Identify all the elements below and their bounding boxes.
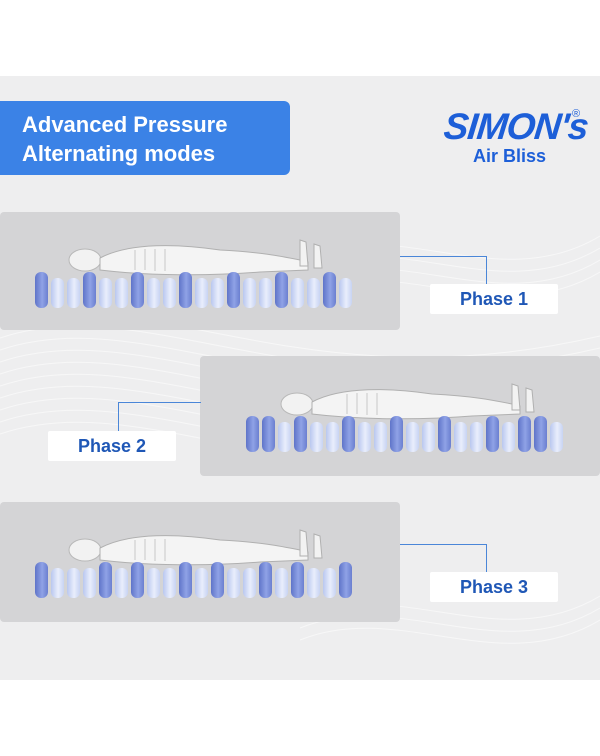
air-cell-deflated xyxy=(99,278,112,308)
registered-mark: ® xyxy=(572,108,581,120)
air-cell-deflated xyxy=(422,422,435,452)
air-cell-row xyxy=(35,562,352,598)
brand-logo: SIMON's ® Air Bliss xyxy=(440,106,590,176)
air-cell-deflated xyxy=(307,278,320,308)
air-cell-deflated xyxy=(163,278,176,308)
air-cell-inflated xyxy=(534,416,547,452)
air-cell-inflated xyxy=(179,272,192,308)
phase-2-connector xyxy=(118,402,201,433)
reclining-body-figure xyxy=(68,239,323,276)
title-banner: Advanced Pressure Alternating modes xyxy=(0,101,290,175)
reclining-body-figure xyxy=(280,383,535,420)
air-cell-inflated xyxy=(227,272,240,308)
air-cell-row xyxy=(35,272,352,308)
air-cell-deflated xyxy=(227,568,240,598)
air-cell-inflated xyxy=(339,562,352,598)
air-cell-deflated xyxy=(339,278,352,308)
phase-1-connector xyxy=(400,256,487,285)
air-cell-inflated xyxy=(486,416,499,452)
phase-3-connector xyxy=(400,544,487,573)
air-cell-inflated xyxy=(275,272,288,308)
air-cell-deflated xyxy=(310,422,323,452)
air-cell-deflated xyxy=(147,568,160,598)
air-cell-inflated xyxy=(131,272,144,308)
air-cell-deflated xyxy=(259,278,272,308)
air-cell-inflated xyxy=(342,416,355,452)
air-cell-inflated xyxy=(438,416,451,452)
air-cell-inflated xyxy=(262,416,275,452)
air-cell-deflated xyxy=(358,422,371,452)
air-cell-deflated xyxy=(51,278,64,308)
air-cell-deflated xyxy=(147,278,160,308)
air-cell-deflated xyxy=(278,422,291,452)
phase-2-panel xyxy=(200,356,600,476)
air-cell-deflated xyxy=(275,568,288,598)
phase-1-label: Phase 1 xyxy=(430,284,558,314)
air-cell-deflated xyxy=(67,278,80,308)
air-cell-inflated xyxy=(518,416,531,452)
infographic-canvas: Advanced Pressure Alternating modes SIMO… xyxy=(0,76,600,680)
air-cell-deflated xyxy=(291,278,304,308)
air-cell-deflated xyxy=(243,278,256,308)
air-cell-deflated xyxy=(51,568,64,598)
air-cell-inflated xyxy=(291,562,304,598)
air-cell-deflated xyxy=(323,568,336,598)
air-cell-row xyxy=(246,416,563,452)
title-line-2: Alternating modes xyxy=(22,141,216,166)
air-cell-inflated xyxy=(131,562,144,598)
air-cell-inflated xyxy=(294,416,307,452)
phase-3-panel xyxy=(0,502,400,622)
air-cell-deflated xyxy=(83,568,96,598)
air-cell-inflated xyxy=(35,562,48,598)
air-cell-inflated xyxy=(35,272,48,308)
phase-2-label: Phase 2 xyxy=(48,431,176,461)
air-cell-deflated xyxy=(307,568,320,598)
air-cell-deflated xyxy=(454,422,467,452)
air-cell-inflated xyxy=(259,562,272,598)
air-cell-deflated xyxy=(326,422,339,452)
phase-1-panel xyxy=(0,212,400,330)
air-cell-inflated xyxy=(246,416,259,452)
air-cell-deflated xyxy=(470,422,483,452)
air-cell-deflated xyxy=(195,278,208,308)
air-cell-inflated xyxy=(211,562,224,598)
air-cell-inflated xyxy=(179,562,192,598)
air-cell-deflated xyxy=(115,568,128,598)
logo-brand-text: SIMON's xyxy=(441,106,590,147)
air-cell-deflated xyxy=(243,568,256,598)
air-cell-inflated xyxy=(83,272,96,308)
reclining-body-figure xyxy=(68,529,323,566)
phase-3-label: Phase 3 xyxy=(430,572,558,602)
logo-sub-text: Air Bliss xyxy=(473,146,547,166)
air-cell-deflated xyxy=(67,568,80,598)
air-cell-deflated xyxy=(374,422,387,452)
air-cell-deflated xyxy=(211,278,224,308)
air-cell-deflated xyxy=(115,278,128,308)
air-cell-inflated xyxy=(390,416,403,452)
air-cell-deflated xyxy=(195,568,208,598)
air-cell-inflated xyxy=(99,562,112,598)
air-cell-deflated xyxy=(502,422,515,452)
title-line-1: Advanced Pressure xyxy=(22,112,228,137)
air-cell-inflated xyxy=(323,272,336,308)
air-cell-deflated xyxy=(406,422,419,452)
air-cell-deflated xyxy=(550,422,563,452)
air-cell-deflated xyxy=(163,568,176,598)
